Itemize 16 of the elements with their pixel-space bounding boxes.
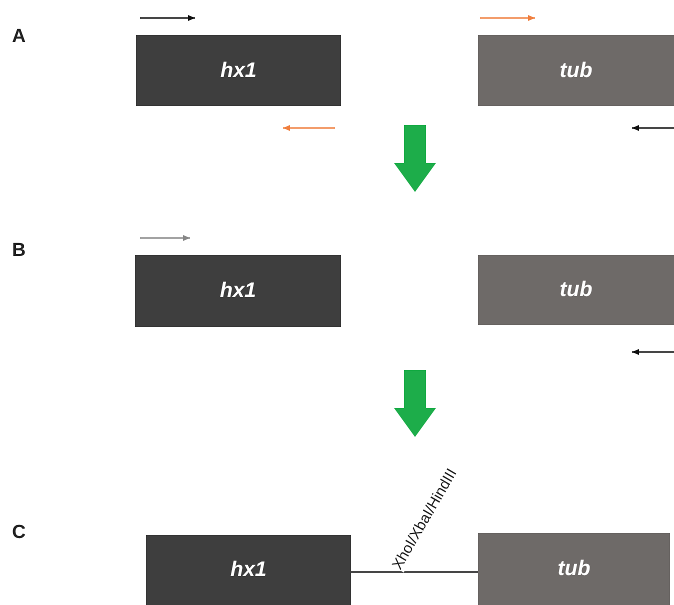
gene-name: hx1 (220, 58, 257, 82)
gene-name: hx1 (230, 558, 267, 582)
gene-box (146, 535, 351, 605)
gene-box (136, 35, 341, 106)
gene-box (478, 255, 674, 325)
gene-name: tub (560, 278, 592, 302)
gene-box (135, 255, 341, 327)
gene-name: hx1 (220, 279, 256, 303)
gene-box (478, 533, 670, 605)
gene-box (478, 35, 674, 106)
gene-name: tub (558, 557, 590, 581)
panel-letter: B (12, 240, 26, 262)
panel-letter: A (12, 26, 26, 48)
linker-line (351, 571, 478, 573)
gene-name: tub (560, 58, 592, 82)
panel-letter: C (12, 522, 26, 544)
